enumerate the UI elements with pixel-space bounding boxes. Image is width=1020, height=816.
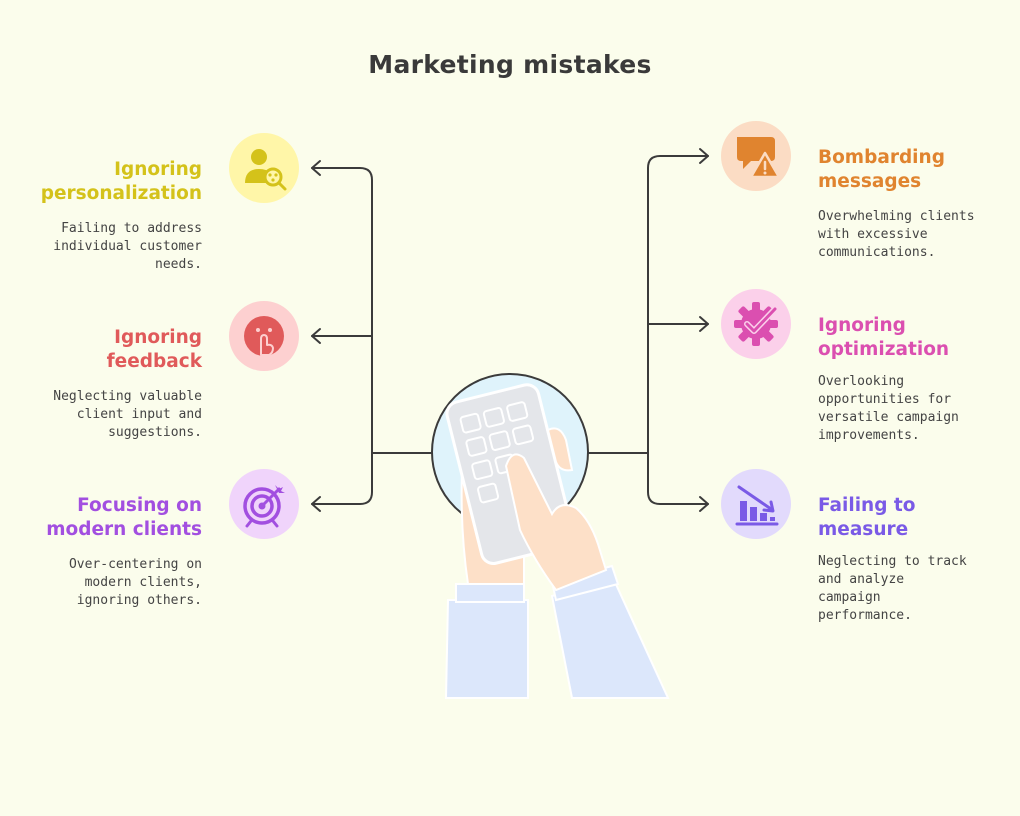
modern-clients-heading: Focusing on modern clients: [46, 495, 202, 540]
modern-clients-icon-circle: [229, 469, 299, 539]
feedback-heading: Ignoring feedback: [106, 327, 202, 372]
modern-clients-description: Over-centering on modern clients, ignori…: [68, 557, 202, 608]
silence-finger-icon: [244, 316, 284, 356]
optimization-description: Overlooking opportunities for versatile …: [818, 374, 959, 443]
measure-heading: Failing to measure: [818, 495, 916, 540]
measure-description: Neglecting to track and analyze campaign…: [818, 554, 967, 623]
measure-icon-circle: [721, 469, 791, 539]
personalization-description: Failing to address individual customer n…: [53, 221, 202, 272]
feedback-icon-circle: [229, 301, 299, 371]
bombarding-icon-circle: [721, 121, 791, 191]
optimization-heading: Ignoring optimization: [818, 315, 950, 360]
chat-warning-icon: [737, 137, 781, 179]
personalization-icon-circle: [229, 133, 299, 203]
target-icon: [243, 485, 285, 528]
bombarding-description: Overwhelming clients with excessive comm…: [818, 209, 975, 260]
personalization-heading: Ignoring personalization: [40, 159, 202, 204]
diagram-title: Marketing mistakes: [368, 50, 652, 79]
bombarding-heading: Bombarding messages: [818, 147, 945, 192]
optimization-icon-circle: [721, 289, 791, 359]
hand-calculator-illustration: [431, 373, 670, 699]
gear-check-icon: [734, 302, 778, 346]
declining-chart-icon: [735, 485, 779, 526]
feedback-description: Neglecting valuable client input and sug…: [53, 389, 202, 440]
user-search-icon: [245, 149, 287, 191]
